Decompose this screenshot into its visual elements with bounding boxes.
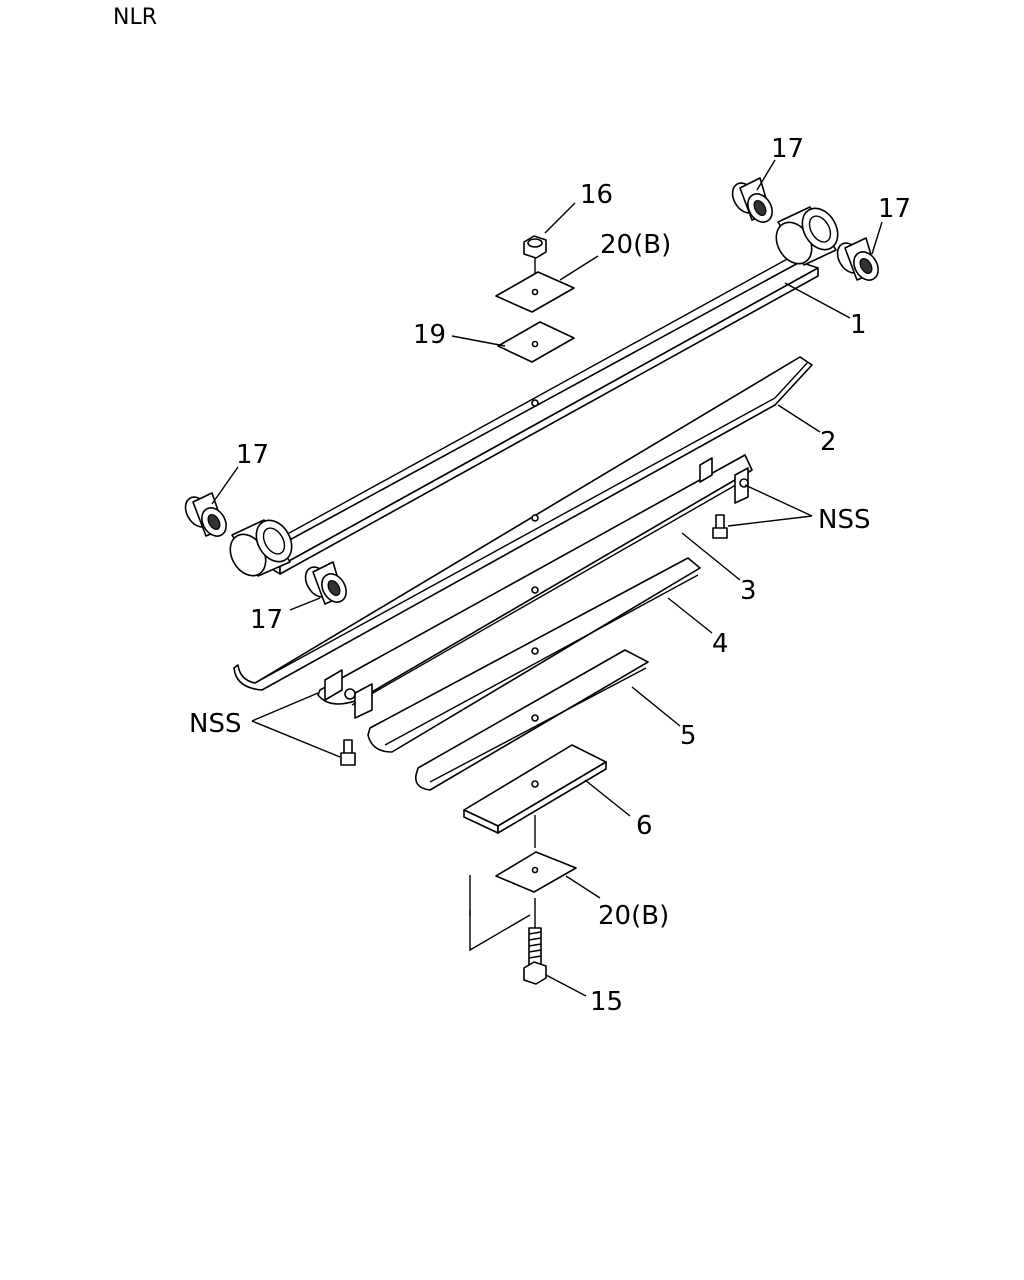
callout-17-left-a: 17: [236, 440, 269, 470]
spring-eye-left: [229, 519, 293, 577]
callout-nss-left: NSS: [189, 709, 241, 739]
model-code-label: NLR: [113, 5, 157, 30]
callout-17-left-b: 17: [250, 605, 283, 635]
callout-17-top-b: 17: [878, 194, 911, 224]
callout-1: 1: [850, 310, 867, 340]
center-hole-leaf-6: [531, 780, 539, 788]
group-bracket: [469, 875, 531, 952]
center-hole-leaf-4: [531, 647, 539, 655]
bushing-top-left: [731, 177, 773, 223]
callout-3: 3: [740, 576, 757, 606]
callout-nss-right: NSS: [818, 505, 870, 535]
callout-16: 16: [580, 180, 613, 210]
plate-20b-top: [495, 271, 575, 313]
plate-19: [497, 321, 575, 363]
clip-bolt-right: [712, 514, 728, 539]
leaf-4: [367, 557, 701, 753]
callout-6: 6: [636, 811, 653, 841]
callout-19: 19: [413, 320, 446, 350]
bolt-15: [523, 927, 547, 985]
bushing-left-lower: [304, 561, 347, 605]
center-hole-leaf-3: [531, 586, 539, 594]
callout-15: 15: [590, 987, 623, 1017]
callout-17-top-a: 17: [771, 134, 804, 164]
leaf-3: [317, 454, 753, 719]
plate-20b-bottom: [495, 851, 577, 893]
center-hole-leaf-5: [531, 714, 539, 722]
center-hole-leaf-1: [531, 399, 539, 407]
leader-lines: [211, 159, 883, 997]
callout-4: 4: [712, 629, 729, 659]
main-leaf-1: [261, 251, 819, 575]
callout-20b-top: 20(B): [600, 230, 671, 260]
callout-2: 2: [820, 427, 837, 457]
callout-5: 5: [680, 721, 697, 751]
clip-bolt-left: [340, 739, 356, 766]
callout-20b-bottom: 20(B): [598, 901, 669, 931]
spring-eye-right: [775, 206, 839, 266]
center-hole-leaf-2: [531, 514, 539, 522]
bushing-left-upper: [184, 492, 227, 537]
leaf-2: [233, 356, 813, 691]
bushing-top-right: [836, 237, 879, 281]
